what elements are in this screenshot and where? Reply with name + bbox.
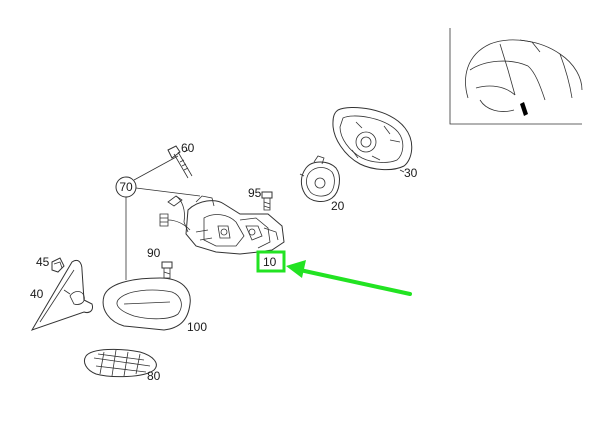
part-label-45: 45: [36, 255, 50, 269]
part-10-mirror-bracket: [185, 200, 285, 255]
car-front-outline: [465, 39, 583, 116]
part-40-corner-cover: [30, 259, 93, 331]
leader-70-bracket: [135, 187, 201, 197]
part-label-95: 95: [248, 186, 262, 200]
part-label-10: 10: [263, 255, 277, 269]
arrow-shaft: [298, 268, 412, 296]
part-label-30: 30: [404, 166, 418, 180]
leader-60: [183, 149, 189, 153]
wiring-harness: [159, 195, 215, 233]
highlight-box: [256, 250, 286, 273]
part-60-bolt: [167, 145, 193, 179]
leader-20: [299, 173, 305, 177]
part-label-20: 20: [331, 199, 345, 213]
part-label-40: 40: [30, 287, 44, 301]
part-100-housing-cover: [102, 277, 191, 331]
highlight-part-10: 10: [256, 250, 286, 273]
callout-70: 70: [115, 176, 137, 198]
leader-lines: [63, 149, 405, 295]
part-30-glass-plate: [332, 107, 413, 171]
leader-30: [399, 169, 405, 173]
part-20-adjustment-motor: [300, 155, 340, 202]
part-90-screw: [161, 261, 173, 279]
leader-40: [63, 289, 71, 295]
pointer-arrow: [286, 260, 412, 296]
part-45-clip: [51, 257, 65, 273]
part-label-90: 90: [147, 246, 161, 260]
leader-70-bolt: [133, 155, 179, 181]
part-95-screw: [261, 191, 273, 211]
part-label-80: 80: [147, 369, 161, 383]
part-label-60: 60: [181, 141, 195, 155]
arrow-head: [286, 260, 306, 278]
part-label-100: 100: [187, 320, 207, 334]
part-label-70: 70: [119, 180, 133, 194]
vehicle-location-inset: [449, 28, 583, 125]
mirror-marker: [520, 102, 528, 116]
part-80-signal-lens: [83, 348, 157, 378]
